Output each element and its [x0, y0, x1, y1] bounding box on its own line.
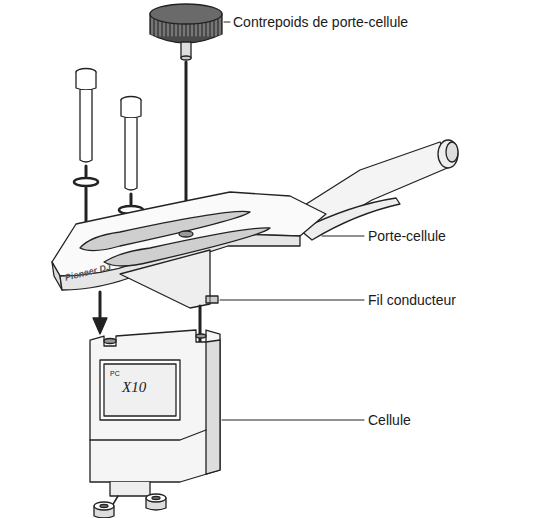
- cartridge: [90, 330, 220, 510]
- model-mark: X10: [122, 380, 146, 395]
- part-label: Porte-cellule: [368, 229, 446, 243]
- screw-left: [74, 69, 98, 227]
- model-mark: PC: [110, 370, 120, 377]
- part-label: Cellule: [368, 413, 411, 427]
- nuts: [94, 494, 166, 518]
- part-label: Contrepoids de porte-cellule: [233, 15, 408, 29]
- headshell: [52, 140, 458, 308]
- part-label: Fil conducteur: [368, 293, 456, 307]
- counterweight: [150, 4, 222, 60]
